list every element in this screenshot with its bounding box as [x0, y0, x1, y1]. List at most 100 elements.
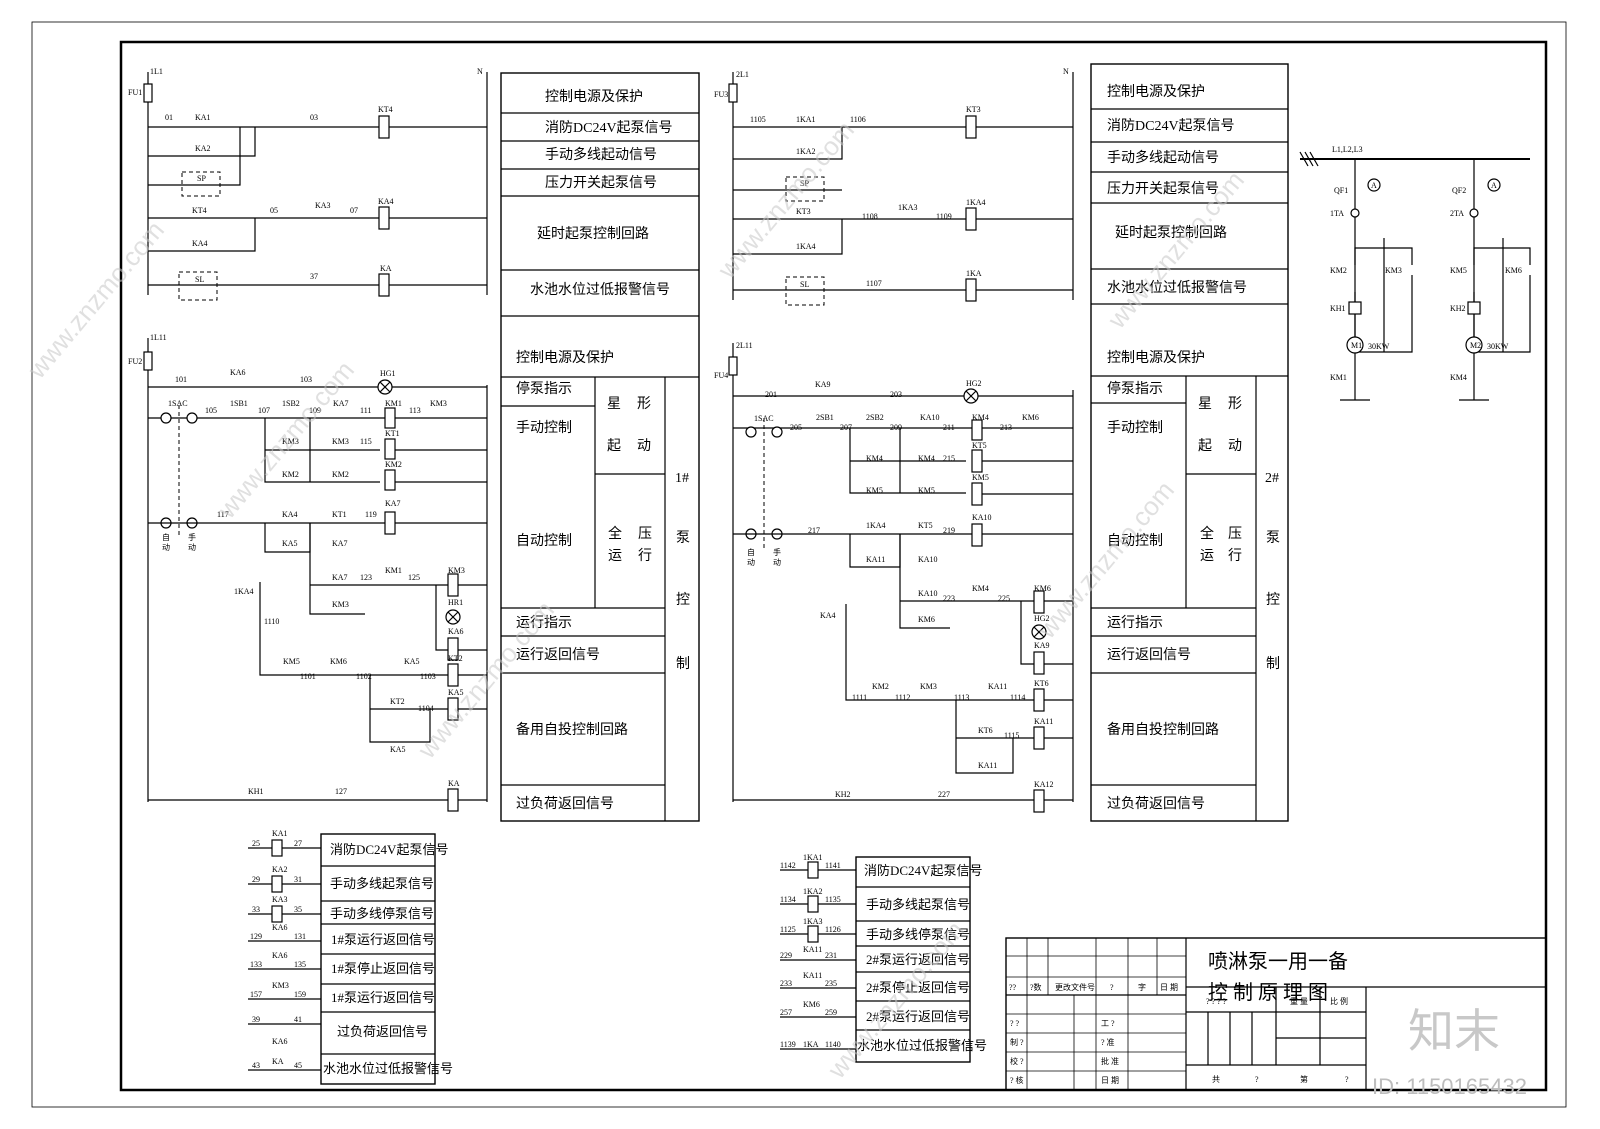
left-row-backup-auto: 备用自投控制回路 [516, 721, 628, 738]
svg-text:1104: 1104 [418, 704, 434, 713]
svg-text:KA: KA [272, 1057, 284, 1066]
svg-text:?: ? [1110, 983, 1114, 992]
svg-text:KM3: KM3 [448, 566, 465, 575]
right-full-3: 运 [1200, 548, 1214, 564]
svg-text:KA7: KA7 [385, 499, 401, 508]
m2-power: 30KW [1487, 342, 1509, 351]
svg-text:KA5: KA5 [448, 688, 464, 697]
svg-text:KM5: KM5 [1450, 266, 1467, 275]
fu2-label: FU2 [128, 357, 142, 366]
left-start-2: 动 [637, 438, 651, 454]
svg-text:39: 39 [252, 1015, 260, 1024]
svg-text:135: 135 [294, 960, 306, 969]
svg-text:KA: KA [380, 264, 392, 273]
ta2-label: 2TA [1450, 209, 1464, 218]
main-bus-label: L1,L2,L3 [1332, 145, 1363, 154]
left-row-run-indicator: 运行指示 [516, 615, 572, 631]
left-full-2: 压 [638, 527, 652, 542]
svg-text:KM1: KM1 [385, 399, 402, 408]
svg-text:123: 123 [360, 573, 372, 582]
svg-text:203: 203 [890, 390, 902, 399]
svg-text:KA3: KA3 [315, 201, 331, 210]
left-full-4: 行 [638, 548, 652, 564]
svg-text:113: 113 [409, 406, 421, 415]
svg-text:KA1: KA1 [272, 829, 288, 838]
svg-text:157: 157 [250, 990, 262, 999]
m2-label: M2 [1470, 341, 1481, 350]
right-signal-1: 手动多线起泵信号 [866, 897, 970, 912]
right-signal-5: 2#泵运行返回信号 [866, 1009, 970, 1024]
2l11-label: 2L11 [736, 341, 753, 350]
svg-text:1110: 1110 [264, 617, 279, 626]
left-start-1: 起 [607, 438, 621, 454]
svg-text:KA10: KA10 [918, 589, 938, 598]
svg-text:工 ?: 工 ? [1101, 1019, 1115, 1028]
l11-label: 1L11 [150, 333, 167, 342]
right-row-fire-signal: 消防DC24V起泵信号 [1107, 118, 1235, 134]
svg-text:KT2: KT2 [390, 697, 405, 706]
svg-text:KA5: KA5 [404, 657, 420, 666]
svg-text:215: 215 [943, 454, 955, 463]
left-row-manual-start: 手动多线起动信号 [545, 146, 657, 163]
kh2-label: KH2 [835, 790, 851, 799]
svg-text:KT6: KT6 [978, 726, 993, 735]
svg-text:KM3: KM3 [332, 437, 349, 446]
right-pump-3: 控 [1266, 592, 1280, 608]
svg-text:KT5: KT5 [918, 521, 933, 530]
svg-text:KA12: KA12 [1034, 780, 1054, 789]
fu1-label: FU1 [128, 88, 142, 97]
svg-text:105: 105 [205, 406, 217, 415]
svg-text:KA9: KA9 [1034, 641, 1050, 650]
right-row-auto-control: 自动控制 [1107, 533, 1163, 549]
svg-text:KA4: KA4 [378, 197, 394, 206]
svg-text:1KA2: 1KA2 [803, 887, 823, 896]
svg-text:235: 235 [825, 979, 837, 988]
svg-text:KM6: KM6 [330, 657, 347, 666]
svg-text:101: 101 [175, 375, 187, 384]
svg-text:125: 125 [408, 573, 420, 582]
svg-text:日 期: 日 期 [1160, 983, 1178, 992]
left-signal-4: 1#泵停止返回信号 [331, 961, 435, 976]
svg-text:35: 35 [294, 905, 302, 914]
svg-text:KA11: KA11 [803, 971, 822, 980]
svg-text:KM5: KM5 [972, 473, 989, 482]
svg-text:2SB2: 2SB2 [866, 413, 884, 422]
left-pump-4: 制 [676, 656, 690, 672]
svg-text:KA6: KA6 [272, 1037, 288, 1046]
svg-text:133: 133 [250, 960, 262, 969]
n2-label: N [1063, 67, 1069, 76]
svg-text:KM3: KM3 [282, 437, 299, 446]
right-row-power-2: 控制电源及保护 [1107, 350, 1205, 366]
svg-text:KT1: KT1 [332, 510, 347, 519]
right-pump-1: 2# [1265, 471, 1279, 486]
left-signal-1: 手动多线起泵信号 [330, 876, 434, 891]
left-signal-5: 1#泵运行返回信号 [331, 990, 435, 1005]
svg-text:KT4: KT4 [378, 105, 393, 114]
right-row-stop-indicator: 停泵指示 [1107, 380, 1163, 397]
left-row-power-2: 控制电源及保护 [516, 350, 614, 366]
m1-power: 30KW [1368, 342, 1390, 351]
svg-text:KM4: KM4 [972, 584, 989, 593]
fu3-label: FU3 [714, 90, 728, 99]
svg-text:HG2: HG2 [1034, 614, 1050, 623]
svg-text:117: 117 [217, 510, 229, 519]
svg-text:KM6: KM6 [1022, 413, 1039, 422]
ta1-label: 1TA [1330, 209, 1344, 218]
left-row-power: 控制电源及保护 [545, 89, 643, 105]
svg-text:KT2: KT2 [448, 654, 463, 663]
svg-text:HG1: HG1 [380, 369, 396, 378]
svg-text:?: ? [1255, 1075, 1259, 1084]
svg-text:211: 211 [943, 423, 955, 432]
drawing-title-line2: 控 制 原 理 图 [1208, 981, 1328, 1004]
svg-text:1KA: 1KA [966, 269, 982, 278]
svg-text:43: 43 [252, 1061, 260, 1070]
right-row-delay-start: 延时起泵控制回路 [1115, 225, 1227, 241]
svg-text:动: 动 [747, 557, 755, 567]
svg-text:校 ?: 校 ? [1010, 1056, 1024, 1066]
svg-text:重 量: 重 量 [1290, 996, 1308, 1006]
svg-text:1134: 1134 [780, 895, 796, 904]
svg-text:01: 01 [165, 113, 173, 122]
2l1-label: 2L1 [736, 70, 749, 79]
left-signal-2: 手动多线停泵信号 [330, 906, 434, 921]
